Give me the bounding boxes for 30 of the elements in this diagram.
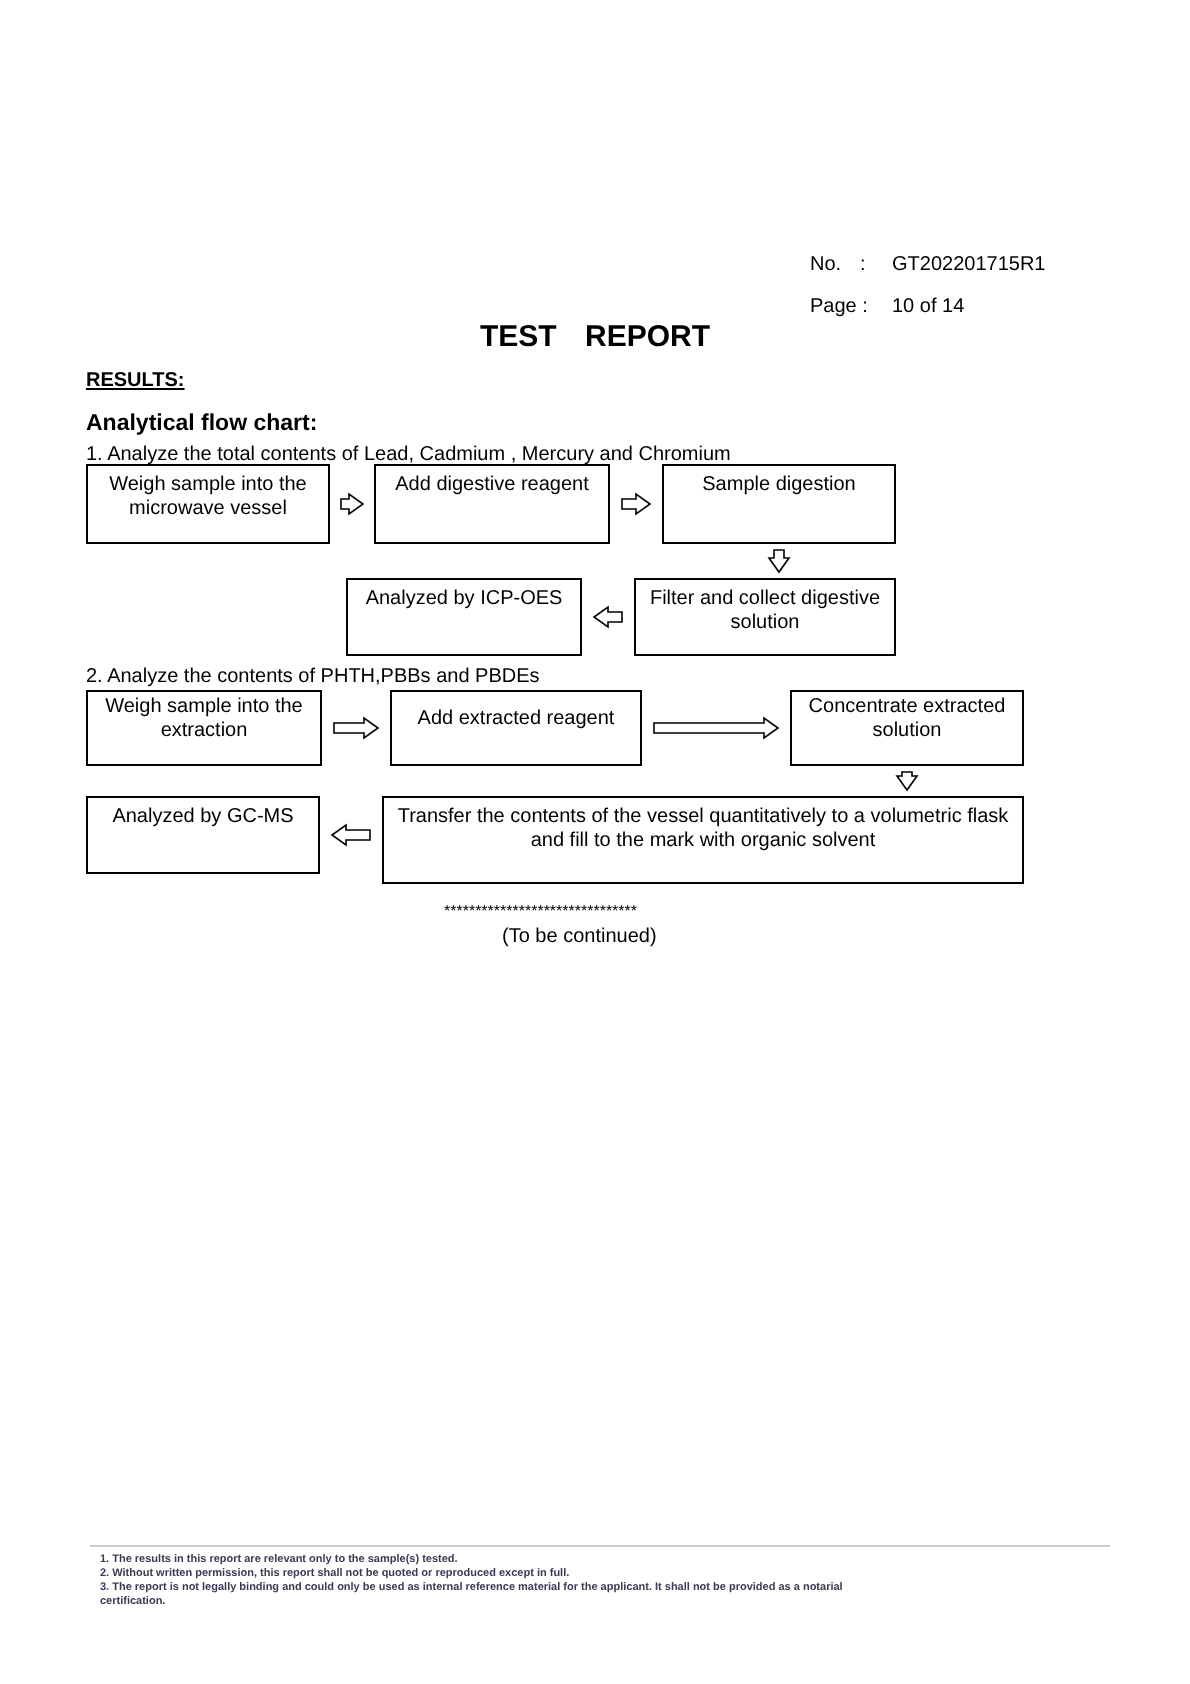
block-arrow — [592, 605, 623, 629]
report-title: TEST REPORT — [477, 320, 712, 356]
block-arrow — [653, 716, 780, 740]
separator: : — [860, 254, 866, 278]
block-arrow — [330, 823, 371, 847]
process-box: Add digestive reagent — [374, 464, 610, 544]
process-box: Transfer the contents of the vessel quantitatively to a volumetric flask and fill to the mark with organic solvent — [382, 796, 1024, 884]
field-label: Page : — [810, 296, 868, 320]
subheading: Analytical flow chart: — [86, 412, 318, 436]
separator-line-text: ******************************* — [444, 900, 638, 924]
step-heading: 2. Analyze the contents of PHTH,PBBs and PBDEs — [86, 666, 540, 690]
process-box: Filter and collect digestive solution — [634, 578, 896, 656]
block-arrow — [340, 492, 365, 516]
block-arrow — [333, 716, 380, 740]
process-box: Weigh sample into the microwave vessel — [86, 464, 330, 544]
field-label: No. — [810, 254, 842, 278]
process-box: Sample digestion — [662, 464, 896, 544]
continuation-note: (To be continued) — [502, 926, 657, 950]
block-arrow — [621, 492, 652, 516]
process-box: Analyzed by ICP-OES — [346, 578, 582, 656]
step-heading: 1. Analyze the total contents of Lead, Cadmium , Mercury and Chromium — [86, 444, 731, 468]
section-heading: RESULTS: — [86, 370, 185, 394]
block-arrow — [895, 771, 919, 792]
page-number: 10 of 14 — [892, 296, 965, 320]
process-box: Add extracted reagent — [390, 690, 642, 766]
process-box: Analyzed by GC-MS — [86, 796, 320, 874]
report-number: GT202201715R1 — [892, 254, 1046, 278]
process-box: Weigh sample into the extraction — [86, 690, 322, 766]
block-arrow — [767, 549, 791, 574]
process-box: Concentrate extracted solution — [790, 690, 1024, 766]
